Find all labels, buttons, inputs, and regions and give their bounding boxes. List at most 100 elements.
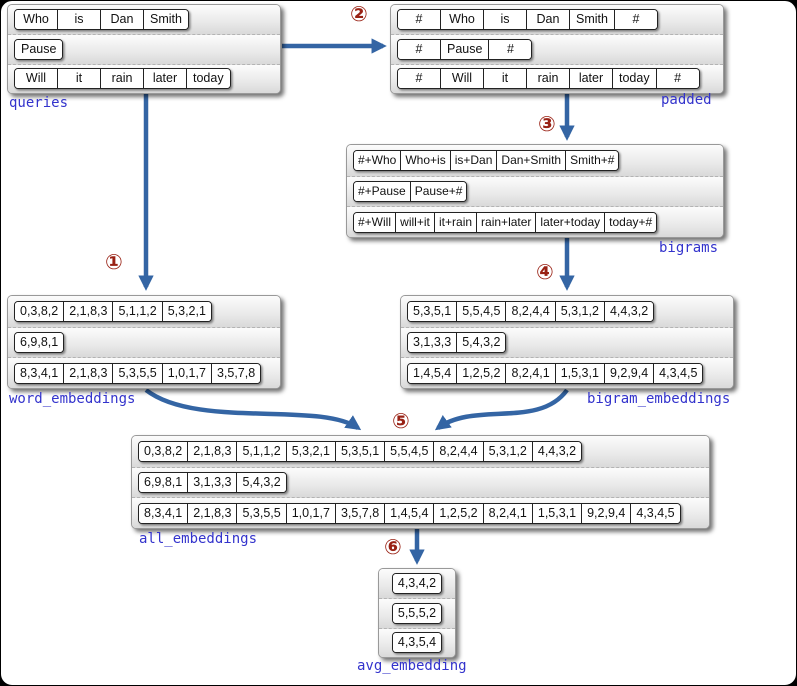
row-band: 4,3,4,2 [379, 569, 455, 599]
arrow-bigram-embeddings-to-all [434, 388, 569, 431]
token-cell: 1,2,5,2 [433, 503, 483, 523]
token-cell: later+today [535, 212, 605, 232]
arrow-word-embeddings-to-all [144, 388, 362, 431]
token-cell: Who [440, 10, 483, 30]
word-embeddings-label: word_embeddings [9, 391, 136, 407]
token-cell: 9,2,9,4 [581, 503, 631, 523]
token-cell: 8,2,4,4 [433, 441, 483, 461]
token-cell: # [398, 10, 440, 30]
token-cell: is [483, 10, 526, 30]
token-cell: 0,3,8,2 [15, 301, 64, 321]
token-cell: 8,2,4,4 [505, 301, 555, 321]
token-cell: 4,4,3,2 [603, 301, 654, 321]
token-cell: rain [526, 69, 569, 89]
token-cell: # [613, 10, 657, 30]
token-cell: 5,3,1,2 [482, 441, 532, 461]
all-embeddings-label: all_embeddings [139, 531, 258, 547]
token-cell: 5,3,5,1 [408, 301, 457, 321]
token-cell: 8,3,4,1 [15, 363, 64, 383]
token-cell: Dan [526, 10, 569, 30]
token-cell: it [57, 69, 100, 89]
token-cell: Will [15, 69, 57, 89]
token-cell: 1,0,1,7 [285, 503, 335, 523]
embedding-row: 4,3,5,4 [391, 632, 443, 654]
token-cell: 8,3,4,1 [139, 503, 188, 523]
token-cell: 5,1,1,2 [236, 441, 286, 461]
token-cell: 4,3,4,2 [392, 574, 442, 594]
token-cell: 5,3,1,2 [554, 301, 604, 321]
token-cell: # [655, 69, 699, 89]
token-cell: 5,5,4,5 [456, 301, 506, 321]
token-cell: rain [100, 69, 143, 89]
token-cell: # [398, 69, 440, 89]
row-band: Pause [8, 34, 280, 64]
token-cell: #+Will [354, 212, 396, 232]
token-cell: 5,3,2,1 [161, 301, 211, 321]
token-cell: 4,3,5,4 [392, 633, 442, 653]
token-cell: Pause+# [409, 181, 467, 201]
embedding-row: 6,9,8,1 [14, 331, 65, 353]
step-5-marker: ⑤ [392, 408, 410, 433]
token-cell: 5,1,1,2 [112, 301, 162, 321]
token-cell: 1,4,5,4 [408, 363, 457, 383]
padded-label: padded [661, 92, 712, 108]
avg-embedding-label: avg_embedding [357, 658, 467, 674]
token-cell: Smith [569, 10, 614, 30]
token-cell: #+Who [354, 150, 401, 170]
token-cell: 0,3,8,2 [139, 441, 188, 461]
token-cell: 5,4,3,2 [456, 332, 506, 352]
token-cell: 5,5,5,2 [392, 603, 442, 623]
token-cell: 2,1,8,3 [187, 441, 237, 461]
token-cell: is [57, 10, 100, 30]
token-cell: 5,3,2,1 [285, 441, 335, 461]
token-cell: Dan+Smith [496, 150, 566, 170]
queries-label: queries [9, 95, 69, 111]
bigrams-label: bigrams [659, 240, 719, 256]
token-cell: 2,1,8,3 [63, 301, 113, 321]
token-cell: is+Dan [449, 150, 497, 170]
token-cell: 2,1,8,3 [187, 503, 237, 523]
token-cell: 3,5,7,8 [334, 503, 385, 523]
token-cell: 2,1,8,3 [63, 363, 113, 383]
token-cell: later [143, 69, 186, 89]
token-cell: 5,3,5,1 [334, 441, 385, 461]
token-cell: 5,3,5,5 [236, 503, 286, 523]
token-cell: # [398, 39, 440, 59]
token-cell: 5,5,4,5 [384, 441, 434, 461]
step-2-marker: ② [350, 1, 368, 26]
token-row: #Pause# [397, 38, 533, 60]
token-cell: #+Pause [354, 181, 410, 201]
step-4-marker: ④ [536, 259, 554, 284]
embedding-row: 4,3,4,2 [391, 573, 443, 595]
embedding-row: 5,5,5,2 [391, 602, 443, 624]
token-cell: it [483, 69, 526, 89]
token-row: Pause [14, 38, 64, 60]
step-1-marker: ① [105, 249, 123, 274]
token-cell: 3,1,3,3 [187, 472, 237, 492]
